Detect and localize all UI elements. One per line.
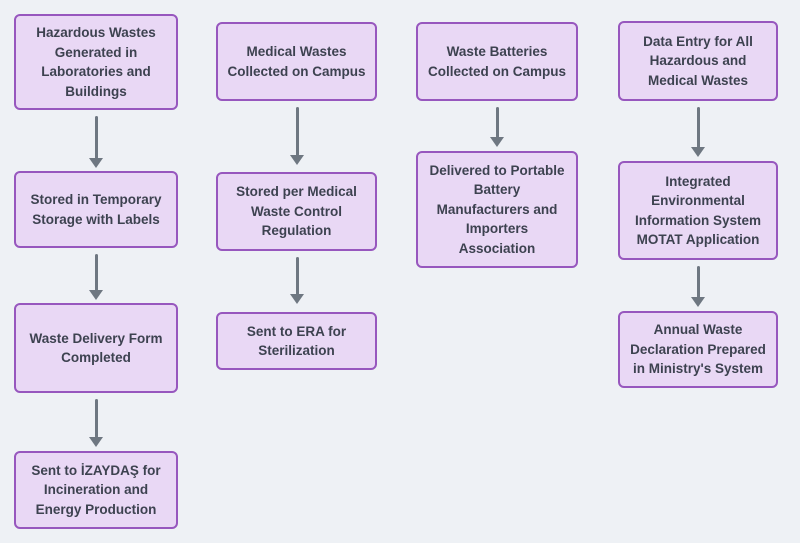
down-arrow-icon	[490, 107, 504, 147]
node-waste-batteries-collected: Waste Batteries Collected on Campus	[416, 22, 578, 101]
arrow-shaft	[94, 116, 98, 159]
arrow-head	[89, 158, 103, 168]
node-integrated-motat-application: Integrated Environmental Information Sys…	[618, 161, 778, 260]
arrow-head	[691, 147, 705, 157]
node-annual-waste-declaration: Annual Waste Declaration Prepared in Min…	[618, 311, 778, 388]
down-arrow-icon	[691, 266, 705, 307]
arrow-shaft	[295, 107, 299, 156]
arrow-shaft	[94, 254, 98, 291]
node-hazardous-wastes-generated: Hazardous Wastes Generated in Laboratori…	[14, 14, 178, 110]
arrow-shaft	[94, 399, 98, 438]
arrow-head	[89, 437, 103, 447]
arrow-head	[290, 155, 304, 165]
node-delivered-battery-association: Delivered to Portable Battery Manufactur…	[416, 151, 578, 268]
down-arrow-icon	[691, 107, 705, 157]
node-medical-wastes-collected: Medical Wastes Collected on Campus	[216, 22, 377, 101]
down-arrow-icon	[290, 257, 304, 304]
arrow-head	[691, 297, 705, 307]
node-data-entry-all-wastes: Data Entry for All Hazardous and Medical…	[618, 21, 778, 101]
node-sent-era-sterilization: Sent to ERA for Sterilization	[216, 312, 377, 370]
node-stored-medical-regulation: Stored per Medical Waste Control Regulat…	[216, 172, 377, 251]
down-arrow-icon	[290, 107, 304, 165]
arrow-head	[290, 294, 304, 304]
node-stored-temporary-storage: Stored in Temporary Storage with Labels	[14, 171, 178, 248]
arrow-shaft	[696, 266, 700, 298]
down-arrow-icon	[89, 399, 103, 447]
node-sent-izaydas-incineration: Sent to İZAYDAŞ for Incineration and Ene…	[14, 451, 178, 529]
arrow-shaft	[495, 107, 499, 138]
arrow-head	[89, 290, 103, 300]
down-arrow-icon	[89, 116, 103, 168]
node-waste-delivery-form: Waste Delivery Form Completed	[14, 303, 178, 393]
arrow-head	[490, 137, 504, 147]
arrow-shaft	[295, 257, 299, 295]
down-arrow-icon	[89, 254, 103, 300]
arrow-shaft	[696, 107, 700, 148]
